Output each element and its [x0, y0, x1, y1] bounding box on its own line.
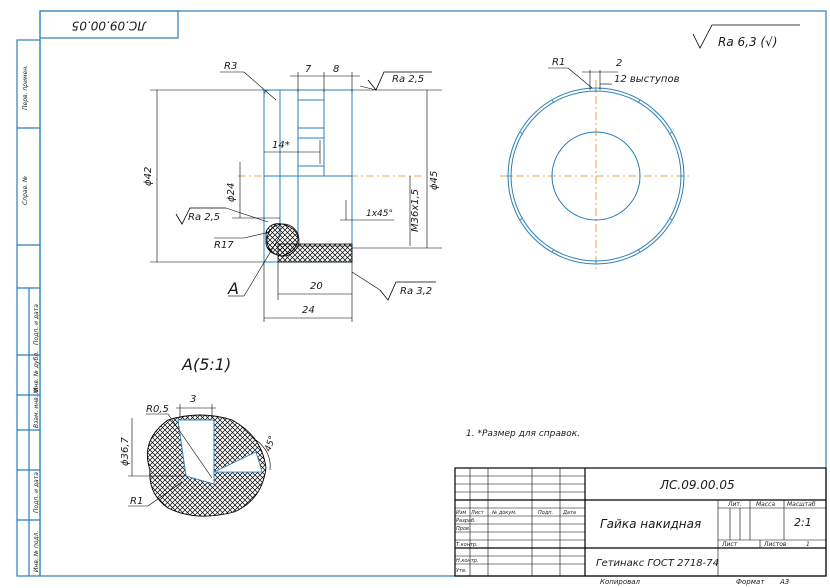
- ra25-top: Ra 2,5: [392, 74, 424, 85]
- hdr-sheet: Лист: [721, 541, 738, 548]
- hdr-lit: Лит.: [727, 501, 742, 508]
- dim-r1-top: R1: [552, 57, 565, 68]
- row-razrab: Разраб.: [456, 518, 476, 524]
- hdr-scale: Масштаб: [787, 501, 816, 508]
- side-label: Инв. № дубл.: [33, 351, 40, 392]
- side-label: Подп. и дата: [33, 472, 40, 513]
- title-code: ЛС.09.00.05: [659, 478, 735, 492]
- side-label: Справ. №: [22, 176, 29, 205]
- roughness-general-text: Ra 6,3 (√): [718, 35, 777, 49]
- ra25-left: Ra 2,5: [188, 212, 220, 223]
- scale-value: 2:1: [794, 516, 812, 529]
- dim-d24v: ϕ24: [226, 183, 237, 202]
- col-list: Лист: [470, 510, 485, 516]
- title-block: [454, 467, 827, 577]
- dim-d45: ϕ45: [429, 171, 440, 190]
- dim-14: 14*: [272, 140, 290, 151]
- top-stamp: [39, 10, 179, 39]
- side-labels: Перв. примен. Справ. № Подп. и дата Инв.…: [22, 65, 40, 572]
- title-block-text: ЛС.09.00.05 Гайка накидная Гетинакс ГОСТ…: [456, 478, 816, 574]
- view-a-label: A: [227, 279, 239, 298]
- dim-m36: M36x1,5: [410, 189, 421, 232]
- dim-7: 7: [305, 64, 312, 75]
- protrusions-note: 12 выступов: [614, 74, 680, 85]
- hdr-sheets: Листов: [763, 541, 787, 548]
- title-material: Гетинакс ГОСТ 2718-74: [596, 558, 719, 569]
- dim-r3: R3: [224, 61, 237, 72]
- side-label: Взам. инв. №: [33, 387, 40, 428]
- col-date: Дата: [562, 510, 576, 516]
- side-label: Инв. № подл.: [33, 531, 40, 572]
- ra32: Ra 3,2: [400, 286, 432, 297]
- col-izm: Изм: [456, 510, 466, 516]
- row-nkontr: Н.контр.: [456, 558, 478, 564]
- row-utv: Утв.: [456, 568, 467, 574]
- detail-r05: R0,5: [146, 404, 169, 415]
- footer-copied: Копировал: [600, 578, 641, 586]
- roughness-general: Ra 6,3 (√): [692, 24, 800, 49]
- dim-d42: ϕ42: [143, 167, 154, 186]
- row-prov: Пров.: [456, 526, 471, 532]
- sheets-value: 1: [806, 541, 810, 548]
- dim-20: 20: [310, 281, 323, 292]
- side-label: Перв. примен.: [22, 65, 29, 110]
- dim-8: 8: [333, 64, 339, 75]
- footer-format: Формат: [736, 578, 765, 586]
- dim-2: 2: [616, 58, 622, 69]
- side-label: Подп. и дата: [33, 304, 40, 345]
- detail-r1: R1: [130, 496, 143, 507]
- dim-r17: R17: [214, 240, 234, 251]
- detail-a-title: A(5:1): [181, 355, 231, 374]
- end-view: R1 2 12 выступов: [500, 57, 692, 272]
- footer-format-value: A3: [779, 578, 789, 586]
- row-tkontr: Т.контр.: [456, 542, 478, 548]
- col-sign: Подп.: [538, 510, 553, 516]
- dim-24: 24: [302, 305, 315, 316]
- col-doc: № докум.: [491, 510, 517, 516]
- title-name: Гайка накидная: [600, 517, 701, 531]
- detail-d367: ϕ36,7: [120, 437, 131, 467]
- detail-a-view: A(5:1) R0,5 3 45° ϕ36,7 R1: [120, 355, 278, 517]
- main-section-view: 7 8 R3 Ra 2,5 ϕ42 ϕ45 M36x1,5 1x45° 14*: [143, 61, 442, 322]
- detail-d3: 3: [190, 394, 196, 405]
- dim-chamfer: 1x45°: [366, 209, 393, 219]
- note-reference: 1. *Размер для справок.: [466, 429, 580, 439]
- top-stamp-code: ЛС.09.00.05: [72, 19, 148, 33]
- detail-angle: 45°: [263, 435, 278, 453]
- hdr-mass: Масса: [756, 501, 775, 508]
